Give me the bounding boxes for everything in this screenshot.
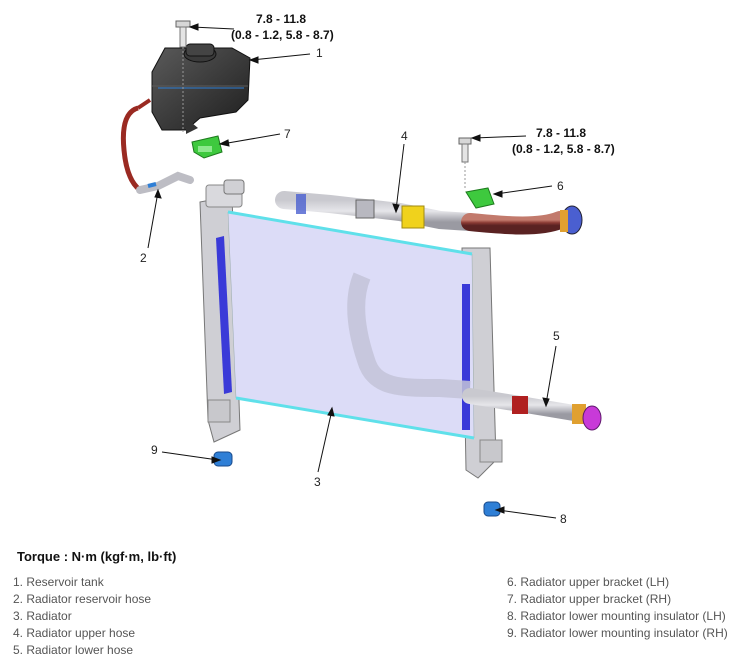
callout-3: 3: [314, 475, 321, 489]
torque-spec-reservoir-value: 7.8 - 11.8: [256, 12, 306, 26]
legend-right: 6. Radiator upper bracket (LH) 7. Radiat…: [507, 574, 728, 642]
legend-item: 5. Radiator lower hose: [13, 643, 134, 657]
callout-5: 5: [553, 329, 560, 343]
reservoir-mounting-bolt: [175, 20, 191, 132]
reservoir-tank: [151, 43, 251, 134]
torque-heading: Torque : N·m (kgf·m, lb·ft): [17, 549, 177, 564]
radiator-upper-bracket-lh: [465, 187, 495, 209]
callout-4: 4: [401, 129, 408, 143]
callout-9: 9: [151, 443, 158, 457]
cooling-system-diagram: 1 2 3 4 5 6 7 8 9 7.8 - 11.8 (0.8 - 1.2,…: [120, 12, 615, 526]
radiator: [199, 179, 503, 479]
legend-item: 8. Radiator lower mounting insulator (LH…: [507, 609, 726, 623]
radiator-reservoir-hose: [120, 98, 194, 194]
leader-lines: [147, 23, 557, 519]
callout-1: 1: [316, 46, 323, 60]
legend-item: 1. Reservoir tank: [13, 575, 104, 589]
legend-item: 2. Radiator reservoir hose: [13, 592, 152, 606]
callout-2: 2: [140, 251, 147, 265]
bracket-mounting-bolt: [458, 137, 472, 190]
legend-item: 9. Radiator lower mounting insulator (RH…: [507, 626, 728, 640]
legend-item: 6. Radiator upper bracket (LH): [507, 575, 670, 589]
legend-item: 7. Radiator upper bracket (RH): [507, 592, 672, 606]
torque-spec-bracket-units: (0.8 - 1.2, 5.8 - 8.7): [512, 142, 615, 156]
torque-spec-reservoir-units: (0.8 - 1.2, 5.8 - 8.7): [231, 28, 334, 42]
radiator-upper-bracket-rh: [191, 135, 223, 159]
radiator-upper-hose: [275, 191, 583, 235]
legend-item: 4. Radiator upper hose: [13, 626, 136, 640]
radiator-lower-hose: [462, 388, 602, 431]
legend-item: 3. Radiator: [13, 609, 72, 623]
callout-7: 7: [284, 127, 291, 141]
legend-left: 1. Reservoir tank 2. Radiator reservoir …: [13, 574, 151, 659]
callout-6: 6: [557, 179, 564, 193]
torque-spec-bracket-value: 7.8 - 11.8: [536, 126, 586, 140]
callout-8: 8: [560, 512, 567, 526]
